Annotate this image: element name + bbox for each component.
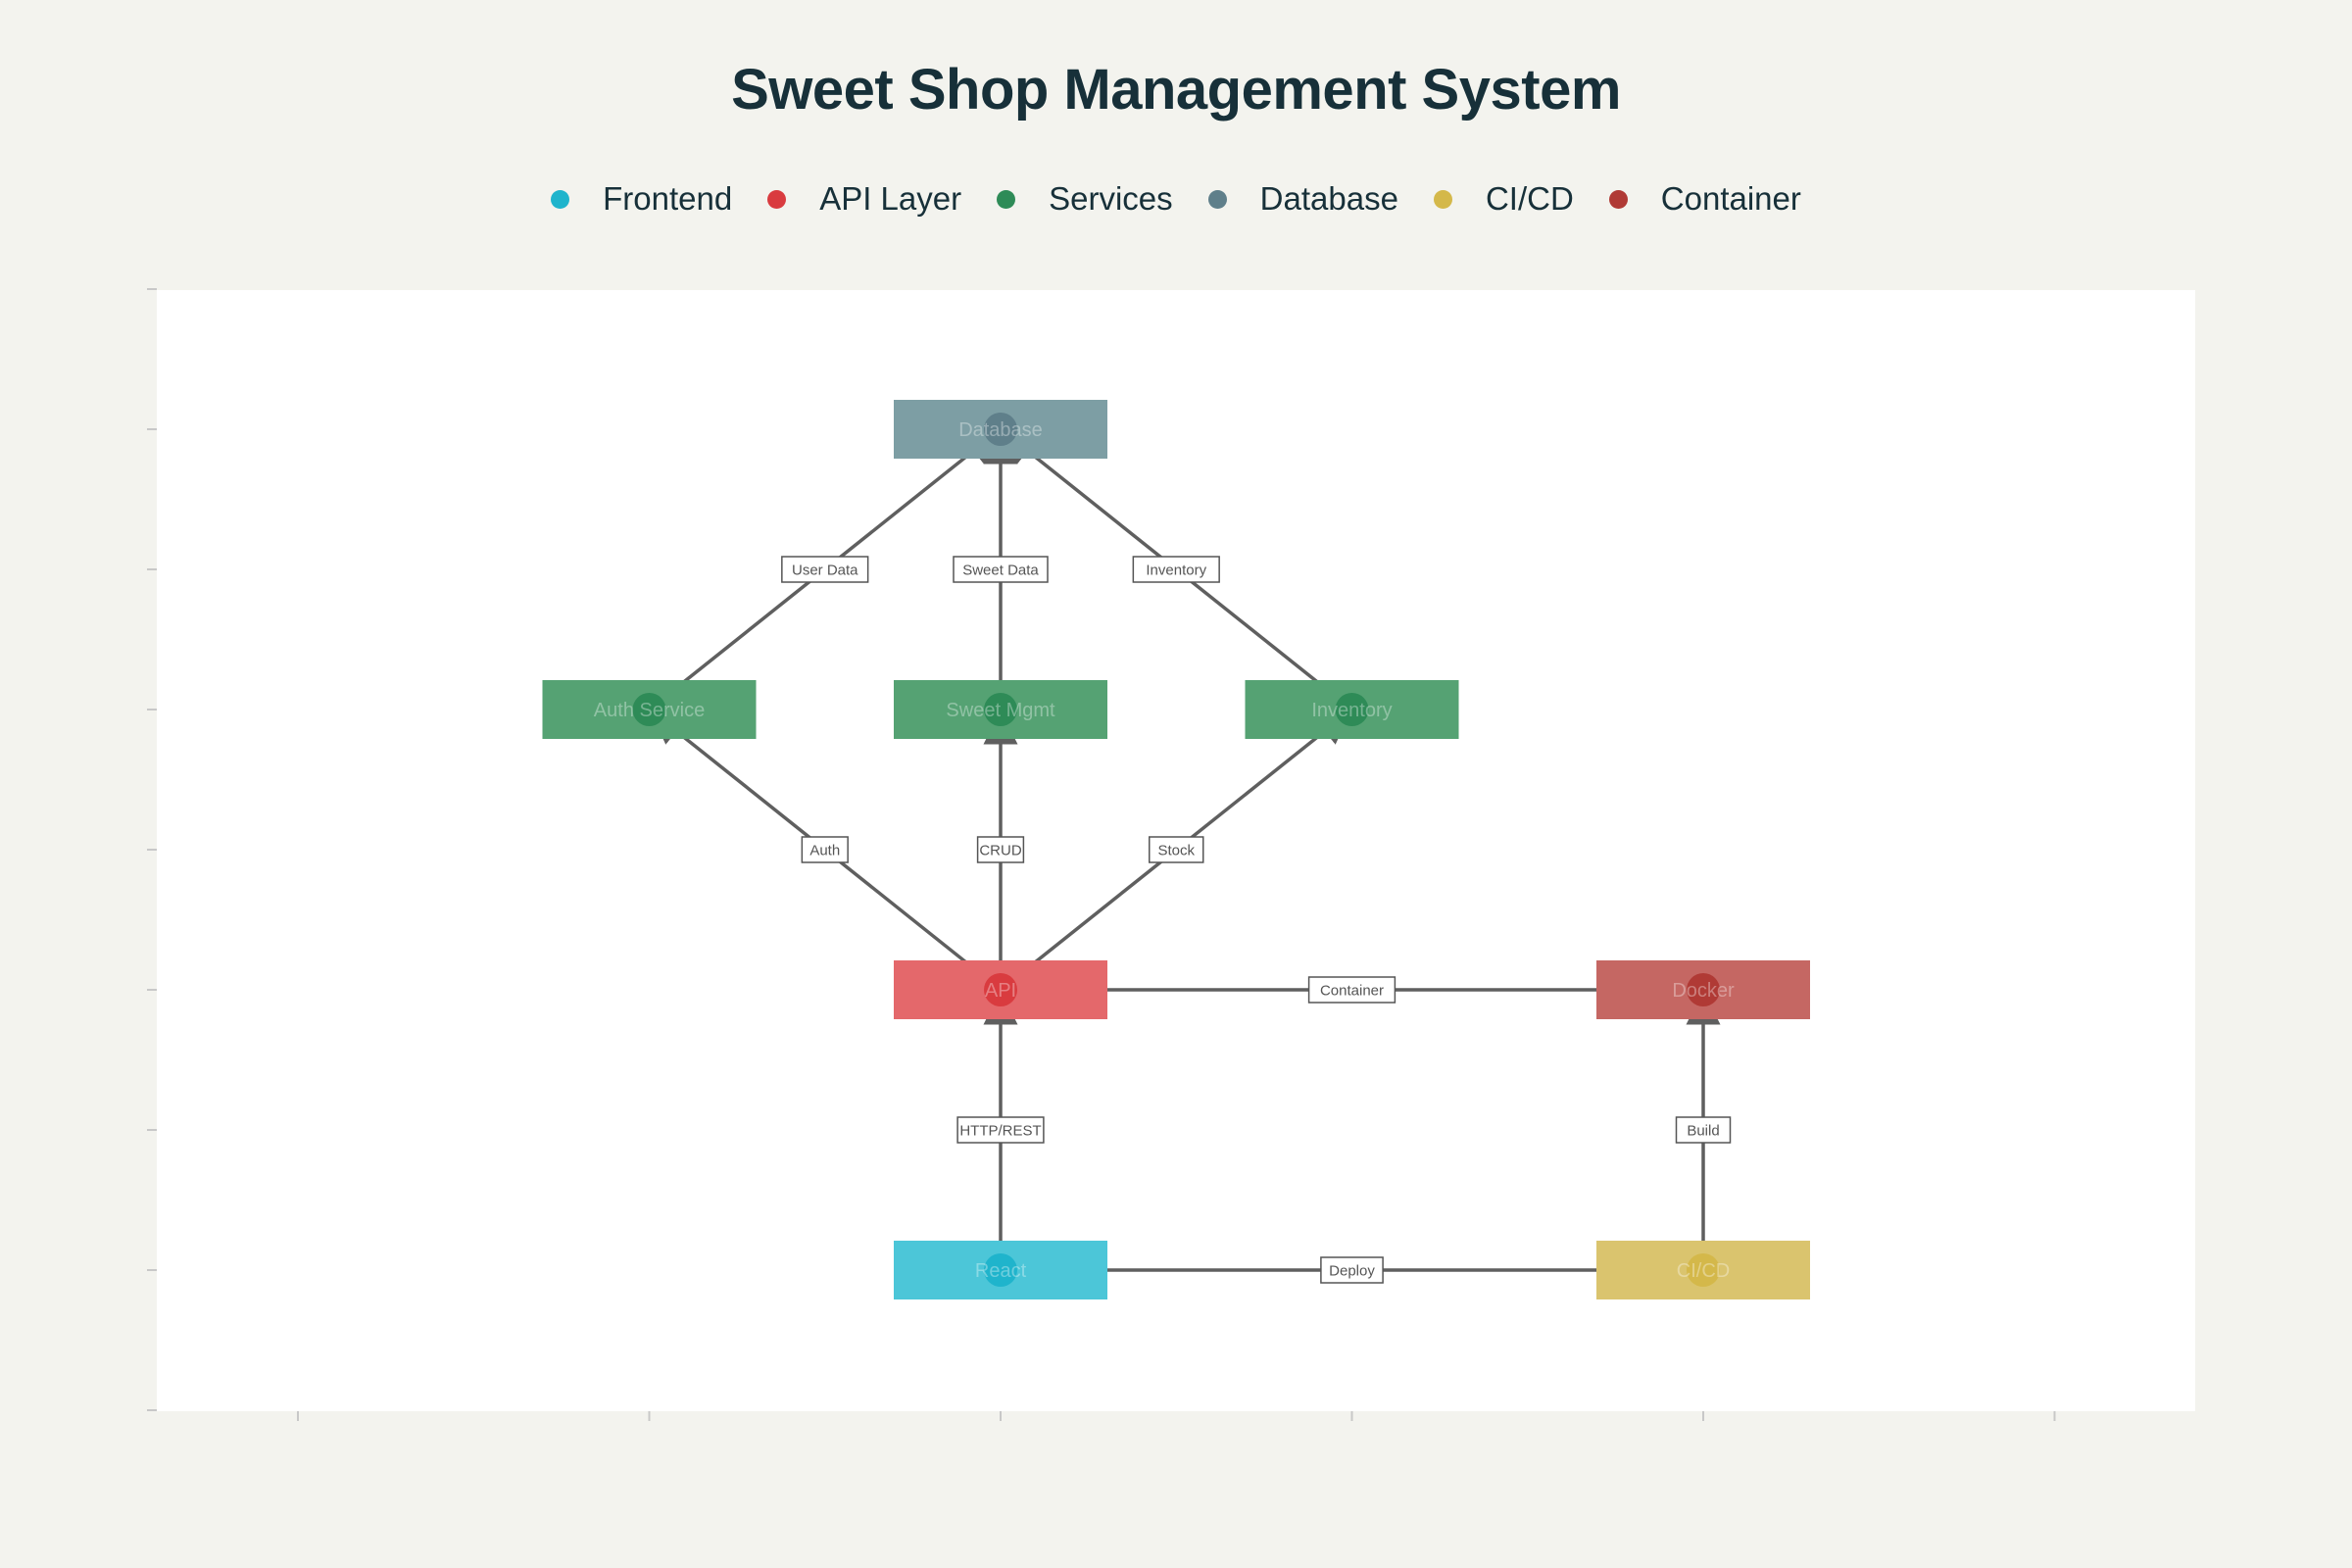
- legend-item-frontend[interactable]: Frontend: [551, 180, 732, 218]
- node-marker-icon: [984, 1253, 1017, 1287]
- edge-label-box: [1307, 976, 1396, 1004]
- edge-label-box: [1132, 556, 1220, 583]
- legend-label: Container: [1660, 180, 1801, 217]
- edge-label-text: CRUD: [979, 843, 1021, 859]
- page-title: Sweet Shop Management System: [731, 58, 1621, 122]
- node-label: Auth Service: [594, 700, 705, 721]
- edge-label-text: Sweet Data: [962, 563, 1039, 579]
- node-label: React: [975, 1260, 1027, 1282]
- edge-label-text: Deploy: [1329, 1263, 1375, 1280]
- node-api[interactable]: API: [894, 960, 1107, 1019]
- node-docker[interactable]: Docker: [1596, 960, 1810, 1019]
- legend-label: Services: [1049, 180, 1173, 217]
- edge-label: HTTP/REST: [956, 1116, 1045, 1144]
- legend-label: CI/CD: [1485, 180, 1574, 217]
- node-marker-icon: [984, 973, 1017, 1006]
- legend-label: Frontend: [603, 180, 733, 217]
- node-marker-icon: [1335, 693, 1369, 726]
- node-label: Database: [958, 419, 1043, 441]
- node-sweet[interactable]: Sweet Mgmt: [894, 680, 1107, 739]
- edge-label-text: HTTP/REST: [959, 1123, 1041, 1140]
- node-marker-icon: [984, 693, 1017, 726]
- node-label: Docker: [1672, 980, 1735, 1002]
- node-inv[interactable]: Inventory: [1245, 680, 1459, 739]
- node-marker-icon: [632, 693, 666, 726]
- legend-dot-icon: [1207, 189, 1227, 209]
- node-ci[interactable]: CI/CD: [1596, 1241, 1810, 1299]
- edge-label-box: [976, 836, 1025, 863]
- legend-dot-icon: [997, 189, 1016, 209]
- legend-item-cicd[interactable]: CI/CD: [1433, 180, 1574, 218]
- edge-label: Stock: [1149, 836, 1204, 863]
- edge-label-text: Inventory: [1146, 563, 1206, 579]
- edge-label: Inventory: [1132, 556, 1220, 583]
- node-label: Inventory: [1311, 700, 1392, 721]
- edge-label-box: [781, 556, 869, 583]
- legend-dot-icon: [551, 189, 570, 209]
- edge-label: CRUD: [976, 836, 1025, 863]
- node-auth[interactable]: Auth Service: [542, 680, 757, 739]
- legend-dot-icon: [767, 189, 787, 209]
- edge-label-box: [801, 836, 849, 863]
- legend: Frontend API Layer Services Database CI/…: [0, 180, 2352, 218]
- edge-label-box: [1320, 1256, 1384, 1284]
- edge-label-box: [953, 556, 1049, 583]
- legend-item-services[interactable]: Services: [997, 180, 1173, 218]
- legend-item-api-layer[interactable]: API Layer: [767, 180, 961, 218]
- edge-label: Sweet Data: [953, 556, 1049, 583]
- edge-label-box: [1675, 1116, 1732, 1144]
- legend-dot-icon: [1433, 189, 1452, 209]
- edge-label-text: Stock: [1157, 843, 1195, 859]
- axis-ticks: [147, 288, 2056, 1421]
- node-db[interactable]: Database: [894, 400, 1107, 459]
- edge-label-text: User Data: [792, 563, 858, 579]
- node-label: API: [985, 980, 1016, 1002]
- legend-label: API Layer: [819, 180, 962, 217]
- edge-label-text: Container: [1320, 983, 1384, 1000]
- legend-item-container[interactable]: Container: [1608, 180, 1801, 218]
- node-marker-icon: [1687, 973, 1720, 1006]
- legend-item-database[interactable]: Database: [1207, 180, 1398, 218]
- node-marker-icon: [1687, 1253, 1720, 1287]
- edge-label: User Data: [781, 556, 869, 583]
- edge-label-text: Build: [1687, 1123, 1719, 1140]
- edge-label: Auth: [801, 836, 849, 863]
- legend-dot-icon: [1608, 189, 1628, 209]
- node-marker-icon: [984, 413, 1017, 446]
- edge-label: Container: [1307, 976, 1396, 1004]
- node-label: Sweet Mgmt: [946, 700, 1055, 721]
- legend-label: Database: [1259, 180, 1398, 217]
- edge-label-box: [1149, 836, 1204, 863]
- node-label: CI/CD: [1677, 1260, 1730, 1282]
- edge-label: Deploy: [1320, 1256, 1384, 1284]
- edge-label-text: Auth: [809, 843, 840, 859]
- edge-label: Build: [1675, 1116, 1732, 1144]
- node-fe[interactable]: React: [894, 1241, 1107, 1299]
- edge-label-box: [956, 1116, 1045, 1144]
